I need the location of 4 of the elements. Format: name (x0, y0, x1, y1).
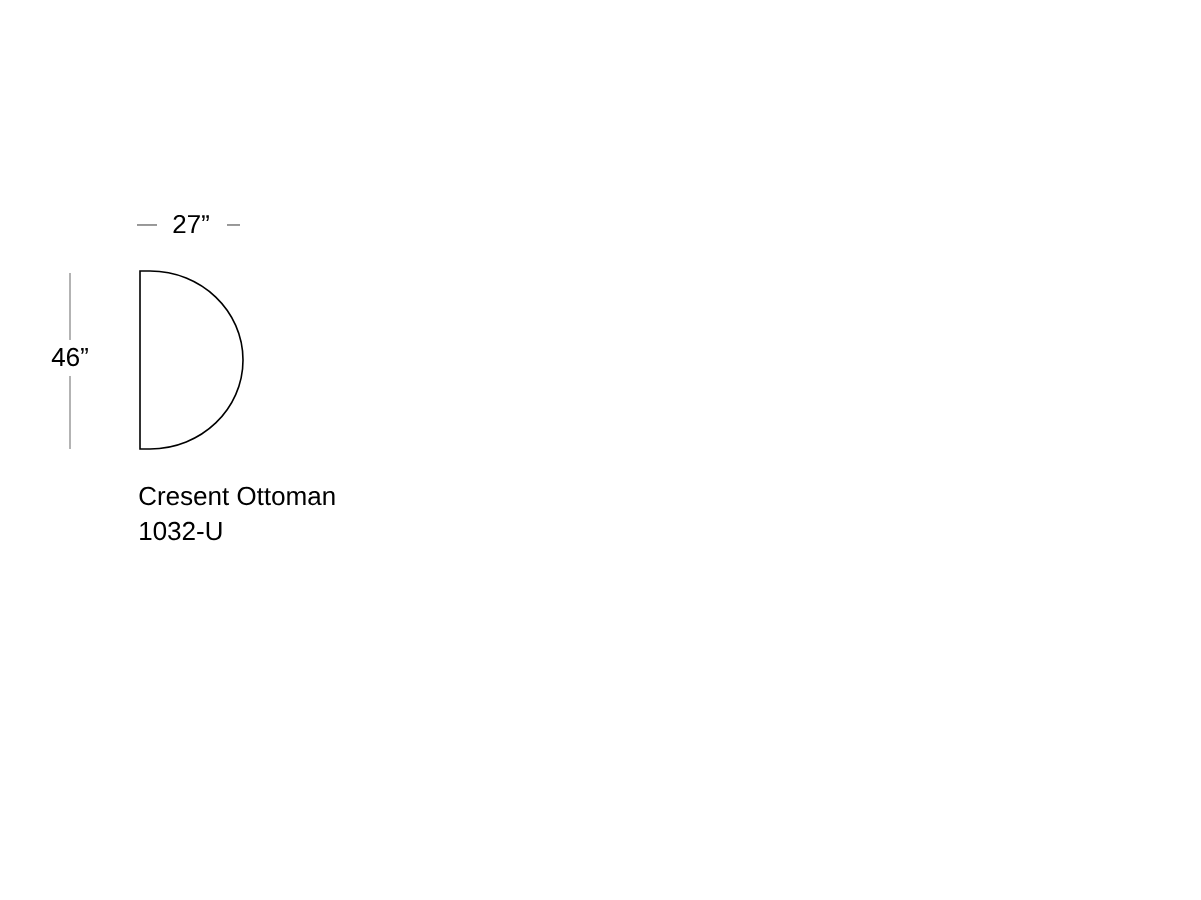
dimension-label: 46” (51, 347, 88, 367)
dimension-label: 27” (173, 214, 209, 234)
product-code: 1032-U (140, 521, 222, 541)
product-name: Cresent Ottoman (139, 486, 335, 506)
